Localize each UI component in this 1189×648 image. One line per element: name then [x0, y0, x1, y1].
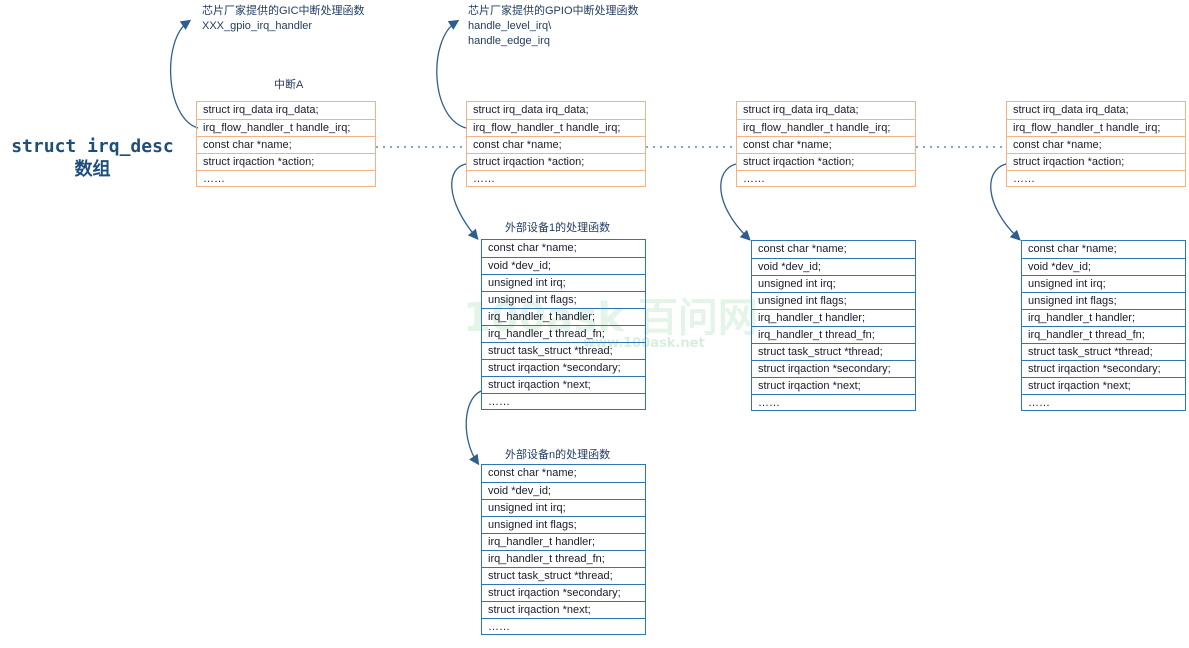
struct-field: void *dev_id;	[481, 257, 646, 274]
arrow-gic-handler	[169, 19, 199, 129]
struct-field: void *dev_id;	[481, 482, 646, 499]
arrow-action-col2	[451, 163, 479, 240]
struct-field: unsigned int irq;	[481, 499, 646, 516]
irqaction-box: const char *name;void *dev_id;unsigned i…	[481, 464, 646, 635]
watermark-url: www.100ask.net	[583, 336, 705, 351]
struct-field: struct irq_data irq_data;	[466, 101, 646, 119]
struct-field: struct irqaction *action;	[1006, 153, 1186, 170]
struct-field: struct task_struct *thread;	[1021, 343, 1186, 360]
struct-field: void *dev_id;	[1021, 258, 1186, 275]
struct-field: unsigned int flags;	[1021, 292, 1186, 309]
array-title-line2: 数组	[74, 159, 111, 180]
struct-field: struct irqaction *secondary;	[481, 584, 646, 601]
struct-field: const char *name;	[481, 239, 646, 257]
array-title-line1: struct irq_desc	[11, 136, 174, 157]
struct-field: struct irqaction *next;	[481, 376, 646, 393]
struct-field: const char *name;	[1021, 240, 1186, 258]
struct-field: ……	[481, 618, 646, 635]
struct-field: irq_handler_t thread_fn;	[1021, 326, 1186, 343]
irq-desc-box: struct irq_data irq_data;irq_flow_handle…	[466, 101, 646, 187]
struct-field: struct irq_data irq_data;	[196, 101, 376, 119]
irqaction-box: const char *name;void *dev_id;unsigned i…	[751, 240, 916, 411]
struct-field: ……	[196, 170, 376, 187]
struct-field: struct task_struct *thread;	[481, 342, 646, 359]
struct-field: void *dev_id;	[751, 258, 916, 275]
gpio-label-1: 芯片厂家提供的GPIO中断处理函数	[468, 5, 639, 17]
struct-field: struct irqaction *secondary;	[1021, 360, 1186, 377]
struct-field: struct irq_data irq_data;	[1006, 101, 1186, 119]
struct-field: unsigned int irq;	[1021, 275, 1186, 292]
struct-field: irq_handler_t handler;	[481, 533, 646, 550]
struct-field: const char *name;	[481, 464, 646, 482]
struct-field: irq_handler_t thread_fn;	[751, 326, 916, 343]
struct-field: unsigned int irq;	[751, 275, 916, 292]
struct-field: irq_handler_t handler;	[1021, 309, 1186, 326]
struct-field: unsigned int irq;	[481, 274, 646, 291]
struct-field: ……	[751, 394, 916, 411]
struct-field: struct irqaction *secondary;	[751, 360, 916, 377]
struct-field: struct irqaction *next;	[751, 377, 916, 394]
struct-field: ……	[466, 170, 646, 187]
irqaction-box: const char *name;void *dev_id;unsigned i…	[1021, 240, 1186, 411]
arrow-action-col3	[720, 163, 751, 241]
gic-label-2: XXX_gpio_irq_handler	[202, 20, 313, 32]
struct-field: irq_flow_handler_t handle_irq;	[736, 119, 916, 136]
struct-field: struct irqaction *action;	[466, 153, 646, 170]
irq-a-label: 中断A	[274, 79, 304, 91]
struct-field: ……	[481, 393, 646, 410]
struct-field: struct irqaction *action;	[736, 153, 916, 170]
struct-field: const char *name;	[196, 136, 376, 153]
struct-field: unsigned int flags;	[481, 291, 646, 308]
struct-field: struct task_struct *thread;	[481, 567, 646, 584]
struct-field: ……	[1021, 394, 1186, 411]
struct-field: struct irq_data irq_data;	[736, 101, 916, 119]
struct-field: const char *name;	[751, 240, 916, 258]
struct-field: irq_flow_handler_t handle_irq;	[1006, 119, 1186, 136]
devn-label: 外部设备n的处理函数	[505, 449, 611, 461]
struct-field: ……	[1006, 170, 1186, 187]
struct-field: irq_flow_handler_t handle_irq;	[196, 119, 376, 136]
array-title: struct irq_desc 数组	[0, 136, 185, 182]
struct-field: irq_handler_t handler;	[481, 308, 646, 325]
struct-field: unsigned int flags;	[481, 516, 646, 533]
gpio-label-2: handle_level_irq\	[468, 20, 552, 32]
irq-desc-box: struct irq_data irq_data;irq_flow_handle…	[736, 101, 916, 187]
struct-field: struct task_struct *thread;	[751, 343, 916, 360]
irq-desc-box: struct irq_data irq_data;irq_flow_handle…	[1006, 101, 1186, 187]
arrow-action-col4	[990, 163, 1021, 241]
struct-field: const char *name;	[466, 136, 646, 153]
struct-field: irq_handler_t thread_fn;	[481, 325, 646, 342]
irq-desc-box: struct irq_data irq_data;irq_flow_handle…	[196, 101, 376, 187]
struct-field: struct irqaction *next;	[481, 601, 646, 618]
dev1-label: 外部设备1的处理函数	[505, 222, 611, 234]
struct-field: ……	[736, 170, 916, 187]
arrow-gpio-handler	[436, 19, 467, 129]
struct-field: struct irqaction *secondary;	[481, 359, 646, 376]
irqaction-box: const char *name;void *dev_id;unsigned i…	[481, 239, 646, 410]
arrow-next	[465, 390, 482, 466]
struct-field: irq_handler_t handler;	[751, 309, 916, 326]
struct-field: struct irqaction *next;	[1021, 377, 1186, 394]
gic-label-1: 芯片厂家提供的GIC中断处理函数	[202, 5, 365, 17]
struct-field: const char *name;	[1006, 136, 1186, 153]
struct-field: struct irqaction *action;	[196, 153, 376, 170]
struct-field: irq_handler_t thread_fn;	[481, 550, 646, 567]
struct-field: unsigned int flags;	[751, 292, 916, 309]
watermark: 100ask 百问网	[463, 295, 758, 341]
struct-field: const char *name;	[736, 136, 916, 153]
struct-field: irq_flow_handler_t handle_irq;	[466, 119, 646, 136]
gpio-label-3: handle_edge_irq	[468, 35, 550, 47]
